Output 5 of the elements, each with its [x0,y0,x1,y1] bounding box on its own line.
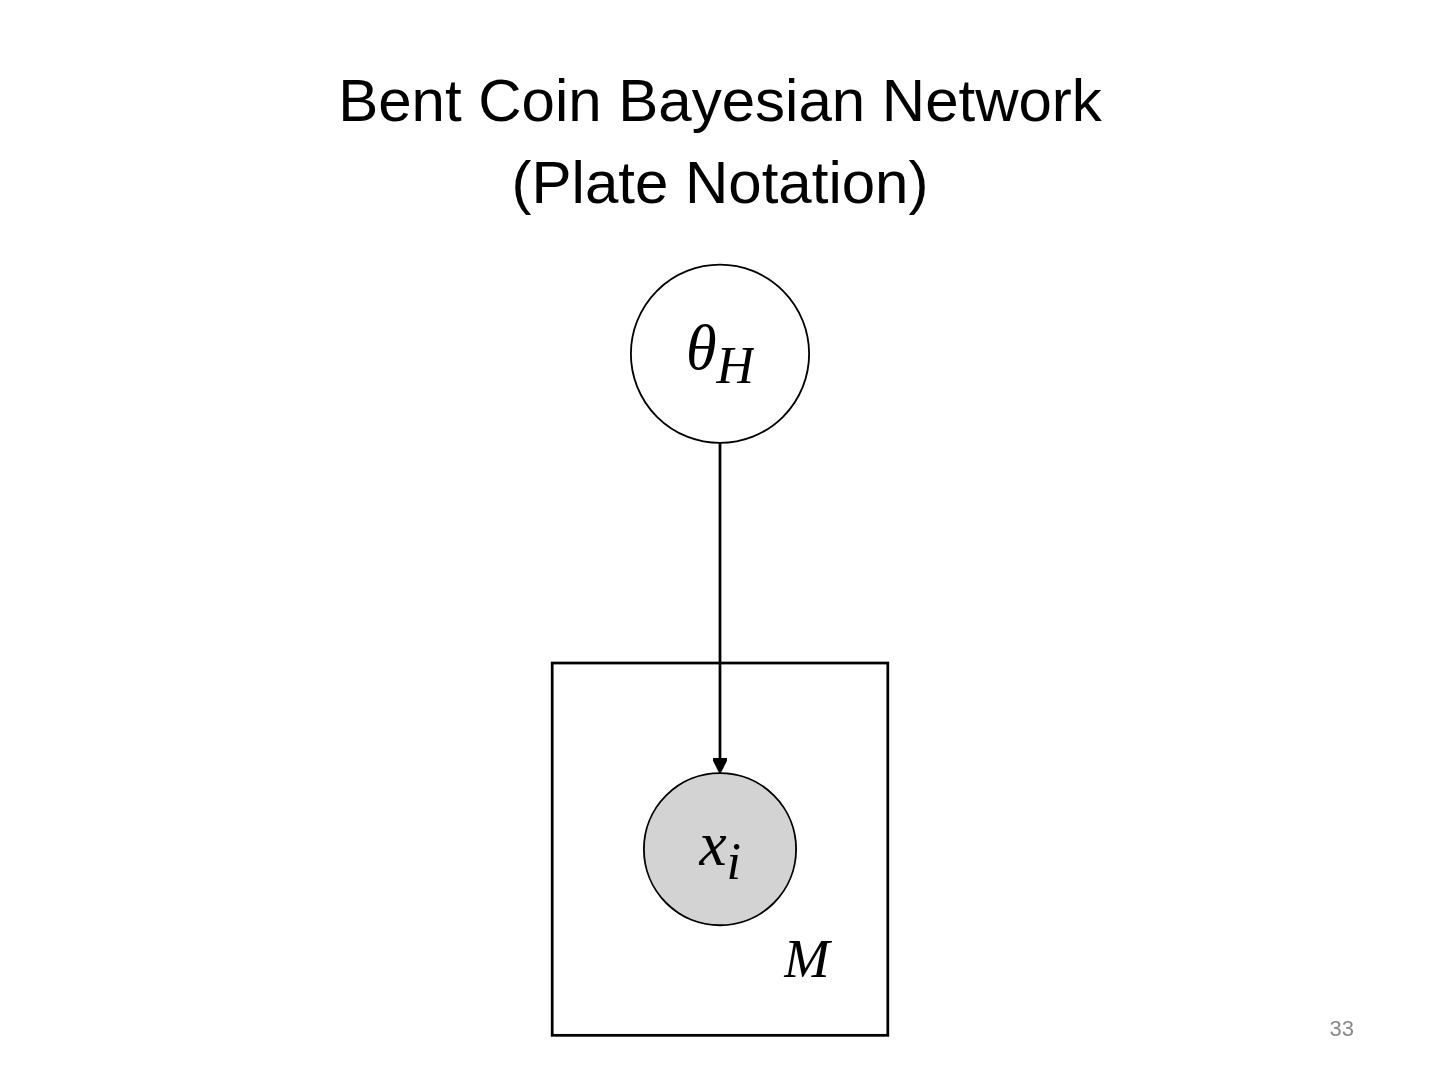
node-circle: x$_{i}$ [643,772,797,927]
arrow [711,442,729,774]
page-number: 33 [1329,1016,1354,1042]
node-circle: θ$_{H}$ [629,263,811,444]
slide-title: Bent Coin Bayesian Network (Plate Notation) [337,66,1103,218]
